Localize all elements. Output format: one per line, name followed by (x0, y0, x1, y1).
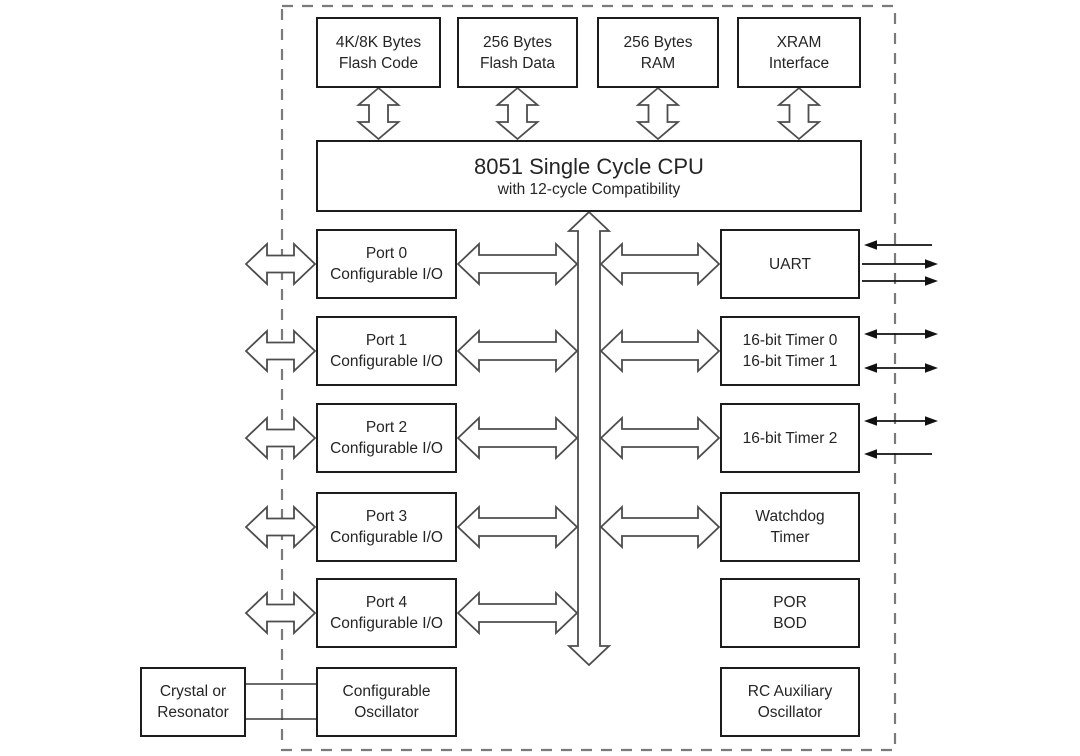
flash-data-cpu-arrow (495, 86, 540, 141)
xram-label-line1: XRAM (776, 33, 822, 51)
timer1-label: 16-bit Timer 1 (742, 353, 838, 370)
ram-block: 256 Bytes RAM (597, 17, 719, 88)
bus-timer2-arrow (599, 415, 721, 461)
port1-pin-arrow (244, 328, 317, 374)
crystal-label-line1: Crystal or (159, 683, 227, 700)
system-bus-arrow (566, 210, 612, 667)
configurable-oscillator-block: Configurable Oscillator (316, 667, 457, 737)
port1-label-line2: Configurable I/O (330, 353, 443, 370)
port4-bus-arrow (456, 590, 579, 636)
flash-data-label-line1: 256 Bytes (483, 33, 552, 51)
port2-pin-arrow (244, 415, 317, 461)
ram-label-line1: 256 Bytes (623, 33, 693, 51)
crystal-label-line2: Resonator (157, 704, 229, 721)
cpu-block: 8051 Single Cycle CPU with 12-cycle Comp… (316, 140, 862, 212)
timer2-io-arrow (864, 416, 938, 426)
port0-block: Port 0 Configurable I/O (316, 229, 457, 299)
watchdog-label-line2: Timer (770, 529, 810, 546)
port4-label-line1: Port 4 (365, 594, 408, 611)
timer0-label: 16-bit Timer 0 (742, 332, 838, 349)
cpu-subtitle: with 12-cycle Compatibility (497, 180, 681, 198)
port3-bus-arrow (456, 504, 579, 550)
rc-osc-label-line1: RC Auxiliary (747, 683, 833, 700)
por-bod-block: POR BOD (720, 578, 860, 648)
port0-label-line2: Configurable I/O (330, 266, 443, 283)
cfg-osc-label-line2: Oscillator (354, 704, 419, 721)
port3-pin-arrow (244, 504, 317, 550)
flash-code-label-line1: 4K/8K Bytes (335, 33, 422, 51)
xram-cpu-arrow (776, 86, 822, 141)
bus-timer01-arrow (599, 328, 721, 374)
rc-aux-oscillator-block: RC Auxiliary Oscillator (720, 667, 860, 737)
uart-tx-arrow-2 (862, 276, 938, 286)
xram-label-line2: Interface (768, 54, 830, 72)
uart-label: UART (769, 255, 811, 273)
bus-watchdog-arrow (599, 504, 721, 550)
port3-label-line2: Configurable I/O (330, 529, 443, 546)
watchdog-label-line1: Watchdog (755, 508, 825, 525)
port2-bus-arrow (456, 415, 579, 461)
uart-block: UART (720, 229, 860, 299)
port1-label-line1: Port 1 (365, 332, 408, 349)
xram-interface-block: XRAM Interface (737, 17, 861, 88)
port4-pin-arrow (244, 590, 317, 636)
timer2-label: 16-bit Timer 2 (742, 429, 838, 447)
port1-block: Port 1 Configurable I/O (316, 316, 457, 386)
port3-label-line1: Port 3 (365, 508, 408, 525)
uart-tx-arrow-1 (862, 259, 938, 269)
flash-code-cpu-arrow (356, 86, 401, 141)
cpu-title: 8051 Single Cycle CPU (474, 153, 704, 179)
ram-label-line2: RAM (640, 54, 676, 72)
crystal-resonator-block: Crystal or Resonator (140, 667, 246, 737)
port2-label-line1: Port 2 (365, 419, 408, 436)
ram-cpu-arrow (635, 86, 681, 141)
port1-bus-arrow (456, 328, 579, 374)
port4-label-line2: Configurable I/O (330, 615, 443, 632)
timer2-block: 16-bit Timer 2 (720, 403, 860, 473)
port0-bus-arrow (456, 241, 579, 287)
rc-osc-label-line2: Oscillator (757, 704, 823, 721)
port2-block: Port 2 Configurable I/O (316, 403, 457, 473)
timer2-in-arrow (864, 449, 932, 459)
cfg-osc-label-line1: Configurable (342, 683, 431, 700)
timer01-io-arrow-1 (864, 329, 938, 339)
port4-block: Port 4 Configurable I/O (316, 578, 457, 648)
uart-rx-arrow (864, 240, 932, 250)
timer01-io-arrow-2 (864, 363, 938, 373)
bus-uart-arrow (599, 241, 721, 287)
flash-data-label-line2: Flash Data (480, 54, 555, 72)
flash-data-block: 256 Bytes Flash Data (457, 17, 578, 88)
port2-label-line2: Configurable I/O (330, 440, 443, 457)
bod-label: BOD (773, 615, 807, 632)
flash-code-label-line2: Flash Code (338, 54, 419, 72)
port0-pin-arrow (244, 241, 317, 287)
port3-block: Port 3 Configurable I/O (316, 492, 457, 562)
timer01-block: 16-bit Timer 0 16-bit Timer 1 (720, 316, 860, 386)
port0-label-line1: Port 0 (365, 245, 408, 262)
flash-code-block: 4K/8K Bytes Flash Code (316, 17, 441, 88)
por-label: POR (773, 594, 807, 611)
chip-boundary (280, 4, 897, 752)
watchdog-timer-block: Watchdog Timer (720, 492, 860, 562)
